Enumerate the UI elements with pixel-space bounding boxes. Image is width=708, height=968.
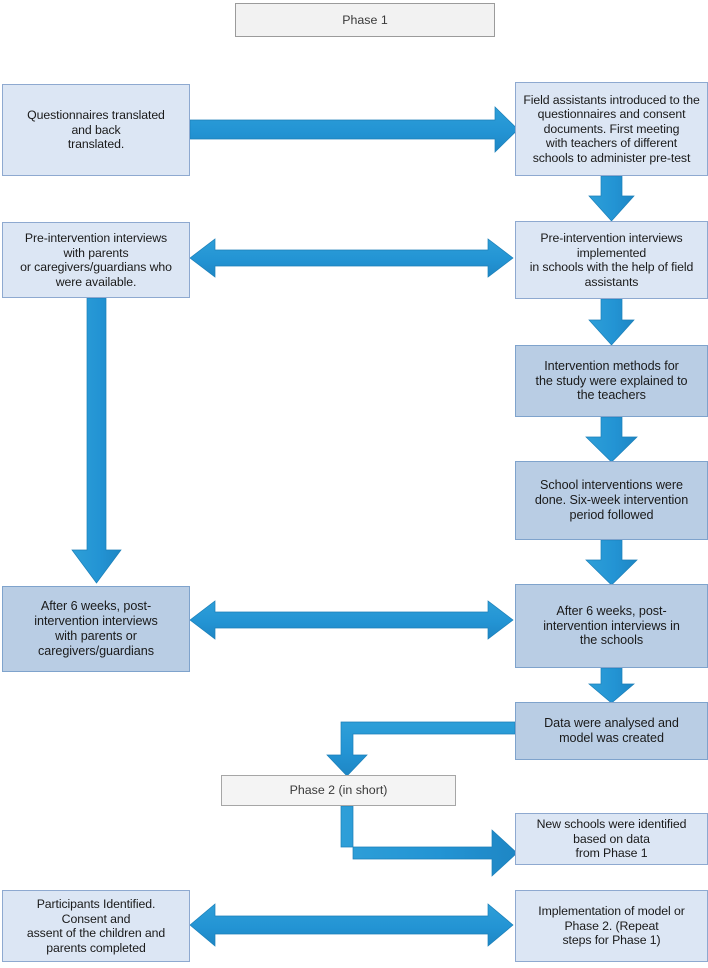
node-post-intervention-schools: After 6 weeks, post- intervention interv… — [515, 584, 708, 668]
node-intervention-methods: Intervention methods for the study were … — [515, 345, 708, 417]
node-questionnaires-translated: Questionnaires translated and back trans… — [2, 84, 190, 176]
node-post-intervention-parents: After 6 weeks, post- intervention interv… — [2, 586, 190, 672]
connector-post-intervention-double-arrow — [189, 600, 514, 640]
connector-implementation-double-arrow — [189, 903, 514, 947]
connector-field-assistants-to-pre-intervention-schools — [588, 175, 635, 222]
connector-pre-intervention-to-intervention-methods — [588, 298, 635, 346]
node-new-schools: New schools were identified based on dat… — [515, 813, 708, 865]
node-field-assistants-intro: Field assistants introduced to the quest… — [515, 82, 708, 176]
phase-2-header: Phase 2 (in short) — [221, 775, 456, 806]
connector-post-intervention-to-data-analysed — [588, 667, 635, 704]
node-participants-identified: Participants Identified. Consent and ass… — [2, 890, 190, 962]
connector-data-analysed-to-phase2 — [326, 721, 516, 777]
node-data-analysed: Data were analysed and model was created — [515, 702, 708, 760]
connector-phase2-to-new-schools — [340, 805, 518, 877]
node-pre-intervention-parents: Pre-intervention interviews with parents… — [2, 222, 190, 298]
connector-questionnaires-to-field-assistants — [189, 106, 519, 153]
node-school-interventions: School interventions were done. Six-week… — [515, 461, 708, 540]
connector-school-interventions-to-post-intervention-schools — [585, 539, 638, 586]
node-pre-intervention-schools: Pre-intervention interviews implemented … — [515, 221, 708, 299]
node-implementation-model: Implementation of model or Phase 2. (Rep… — [515, 890, 708, 962]
phase-1-header: Phase 1 — [235, 3, 495, 37]
connector-pre-parents-to-post-parents — [71, 297, 122, 584]
connector-pre-intervention-double-arrow — [189, 238, 514, 278]
connector-intervention-methods-to-school-interventions — [585, 416, 638, 463]
